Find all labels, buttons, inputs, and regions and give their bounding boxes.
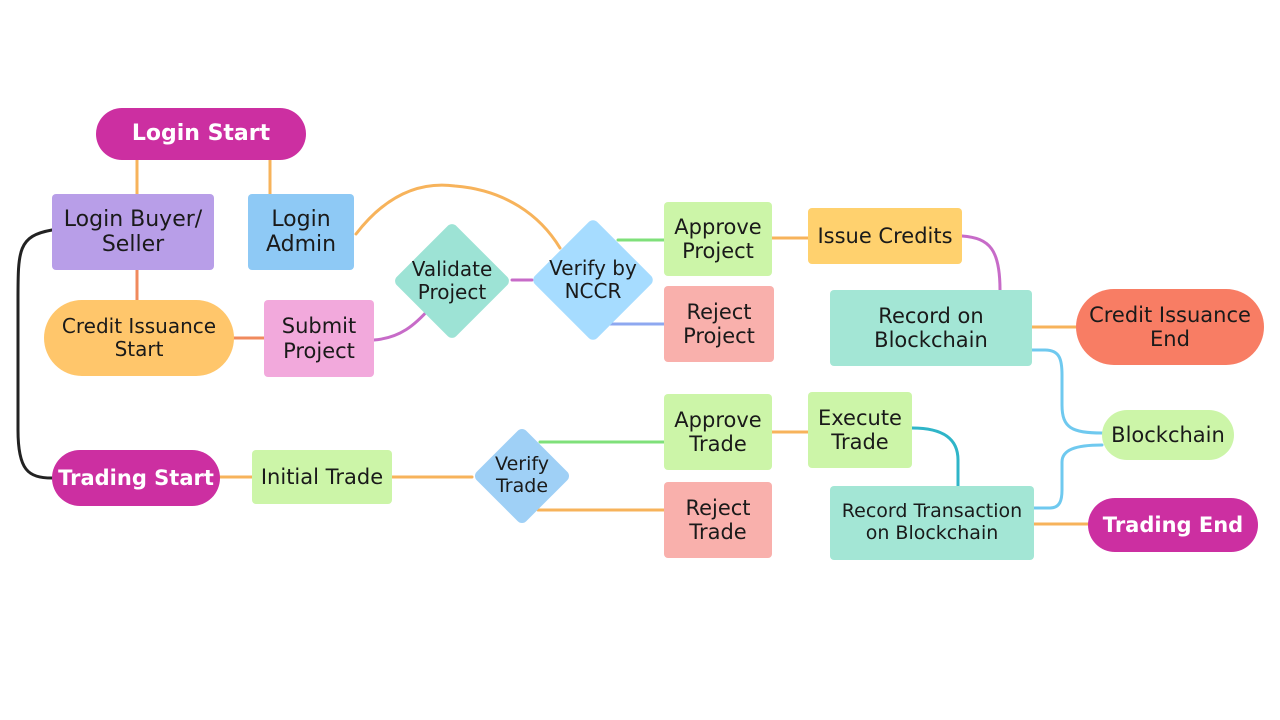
node-record-on-blockchain-label: Record on Blockchain [874, 303, 988, 352]
node-login-buyer-seller-label: Login Buyer/ Seller [63, 206, 203, 257]
node-credit-issuance-start-label: Credit Issuance Start [61, 314, 217, 361]
node-reject-trade-label: Reject Trade [685, 495, 751, 544]
node-reject-project-label: Reject Project [683, 299, 755, 348]
node-record-transaction[interactable]: Record Transaction on Blockchain [830, 486, 1034, 560]
node-verify-by-nccr-label: Verify by NCCR [549, 256, 637, 303]
node-login-buyer-seller[interactable]: Login Buyer/ Seller [52, 194, 214, 270]
edge-admin-to-verify [354, 183, 562, 250]
edge-buyer-to-trading-start [16, 228, 54, 480]
node-record-transaction-label: Record Transaction on Blockchain [841, 500, 1023, 544]
node-trading-end[interactable]: Trading End [1088, 498, 1258, 552]
node-reject-project[interactable]: Reject Project [664, 286, 774, 362]
edge-execute-to-record-transaction [910, 426, 960, 488]
node-submit-project-label: Submit Project [281, 314, 357, 363]
node-reject-trade[interactable]: Reject Trade [664, 482, 772, 558]
node-credit-issuance-end-label: Credit Issuance End [1089, 302, 1251, 351]
node-blockchain[interactable]: Blockchain [1102, 410, 1234, 460]
node-verify-by-nccr[interactable]: Verify by NCCR [530, 217, 656, 343]
node-initial-trade[interactable]: Initial Trade [252, 450, 392, 504]
node-approve-trade-label: Approve Trade [674, 407, 762, 456]
node-trading-end-label: Trading End [1102, 512, 1244, 537]
node-credit-issuance-end[interactable]: Credit Issuance End [1076, 289, 1264, 365]
node-credit-issuance-start[interactable]: Credit Issuance Start [44, 300, 234, 376]
edge-record-to-blockchain [1030, 348, 1104, 435]
node-approve-trade[interactable]: Approve Trade [664, 394, 772, 470]
node-validate-project[interactable]: Validate Project [390, 221, 514, 341]
node-validate-project-label: Validate Project [411, 257, 493, 304]
node-blockchain-label: Blockchain [1111, 422, 1225, 447]
edge-record-transaction-to-blockchain [1032, 443, 1104, 510]
node-initial-trade-label: Initial Trade [260, 464, 384, 489]
node-approve-project-label: Approve Project [674, 214, 762, 263]
node-trading-start[interactable]: Trading Start [52, 450, 220, 506]
node-approve-project[interactable]: Approve Project [664, 202, 772, 276]
node-execute-trade[interactable]: Execute Trade [808, 392, 912, 468]
node-verify-trade[interactable]: Verify Trade [472, 426, 572, 526]
node-submit-project[interactable]: Submit Project [264, 300, 374, 377]
node-issue-credits-label: Issue Credits [817, 223, 953, 248]
node-trading-start-label: Trading Start [58, 465, 214, 490]
edge-issue-to-record [960, 234, 1002, 292]
node-execute-trade-label: Execute Trade [818, 405, 902, 454]
node-login-start-label: Login Start [131, 121, 271, 147]
node-issue-credits[interactable]: Issue Credits [808, 208, 962, 264]
node-login-admin-label: Login Admin [265, 206, 337, 257]
node-record-on-blockchain[interactable]: Record on Blockchain [830, 290, 1032, 366]
node-login-start[interactable]: Login Start [96, 108, 306, 160]
node-verify-trade-label: Verify Trade [495, 453, 549, 497]
node-login-admin[interactable]: Login Admin [248, 194, 354, 270]
